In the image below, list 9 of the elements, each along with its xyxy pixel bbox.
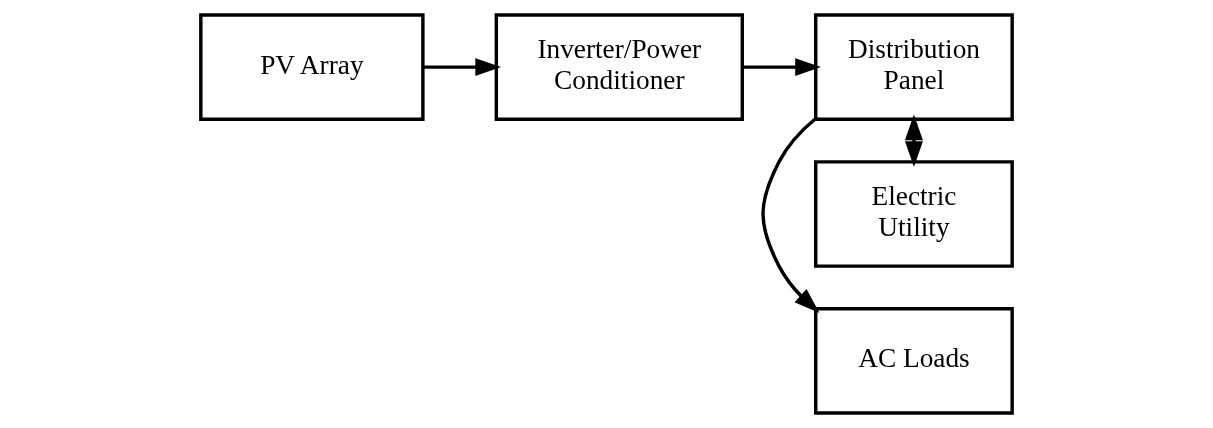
arrow	[422, 58, 501, 77]
arrow	[742, 58, 821, 77]
node-box: Electric Utility	[814, 160, 1014, 268]
arrow	[904, 114, 923, 167]
node-box: Distribution Panel	[814, 13, 1014, 121]
node-box: PV Array	[199, 13, 425, 121]
node-box: AC Loads	[814, 307, 1014, 415]
arrow	[761, 117, 820, 313]
node-box: Inverter/Power Conditioner	[494, 13, 744, 121]
